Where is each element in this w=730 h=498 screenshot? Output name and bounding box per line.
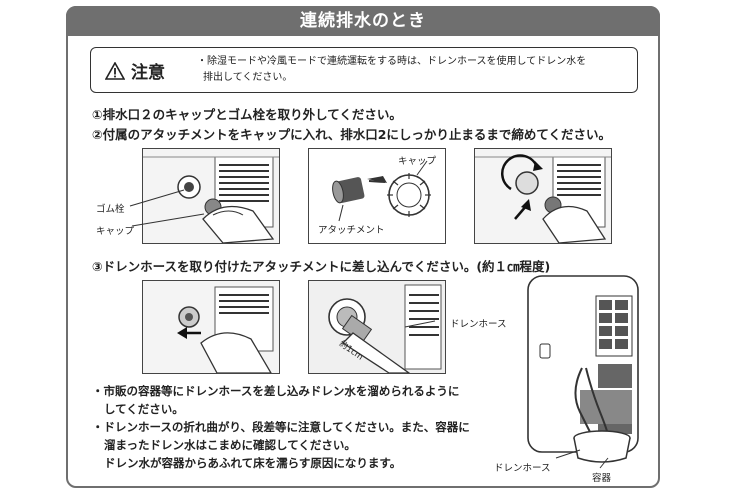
caution-badge: 注意 <box>105 58 165 83</box>
photo-remove-cap <box>142 148 280 244</box>
label-rubber-plug: ゴム栓 <box>96 204 125 215</box>
caution-line-1: ・除湿モードや冷風モードで連続運転をする時は、ドレンホースを使用してドレン水を <box>197 56 587 67</box>
label-container: 容器 <box>592 473 612 484</box>
photo-attachment <box>308 148 446 244</box>
step-1: ①排水口２のキャップとゴム栓を取り外してください。 <box>92 107 402 122</box>
photo-insert-hose <box>142 280 280 374</box>
tighten-illustration <box>475 149 611 243</box>
step-3: ③ドレンホースを取り付けたアタッチメントに差し込んでください。(約１㎝程度) <box>92 259 551 274</box>
photo-hose-closeup <box>308 280 446 374</box>
caution-box: 注意 ・除湿モードや冷風モードで連続運転をする時は、ドレンホースを使用してドレン… <box>90 47 638 93</box>
hose-closeup-illustration <box>309 281 445 373</box>
note-1-line-2: してください。 <box>104 402 184 416</box>
photo-tighten <box>474 148 612 244</box>
label-attachment: アタッチメント <box>318 225 385 236</box>
note-2-line-1: ・ドレンホースの折れ曲がり、段差等に注意してください。また、容器に <box>92 420 470 434</box>
warning-triangle-icon <box>105 61 125 80</box>
caution-line-2: 排出してください。 <box>203 72 293 83</box>
note-1-line-1: ・市販の容器等にドレンホースを差し込みドレン水を溜められるように <box>92 384 460 398</box>
label-drain-hose-bottom: ドレンホース <box>494 463 551 474</box>
attachment-cap-illustration <box>309 149 445 243</box>
caution-label: 注意 <box>131 63 165 83</box>
panel-title: 連続排水のとき <box>66 6 660 36</box>
note-2-line-3: ドレン水が容器からあふれて床を濡らす原因になります。 <box>104 456 402 470</box>
label-cap-center: キャップ <box>398 156 437 167</box>
unit-with-container-illustration <box>527 275 639 469</box>
label-drain-hose-mid: ドレンホース <box>450 319 507 330</box>
label-cap-left: キャップ <box>96 226 135 237</box>
step-2: ②付属のアタッチメントをキャップに入れ、排水口2にしっかり止まるまで締めてくださ… <box>92 127 612 142</box>
unit-side-illustration <box>143 149 279 243</box>
note-2-line-2: 溜まったドレン水はこまめに確認してください。 <box>104 438 356 452</box>
leader-lines-left <box>129 189 205 227</box>
caution-text: ・除湿モードや冷風モードで連続運転をする時は、ドレンホースを使用してドレン水を … <box>197 54 633 86</box>
insert-hose-illustration <box>143 281 279 373</box>
